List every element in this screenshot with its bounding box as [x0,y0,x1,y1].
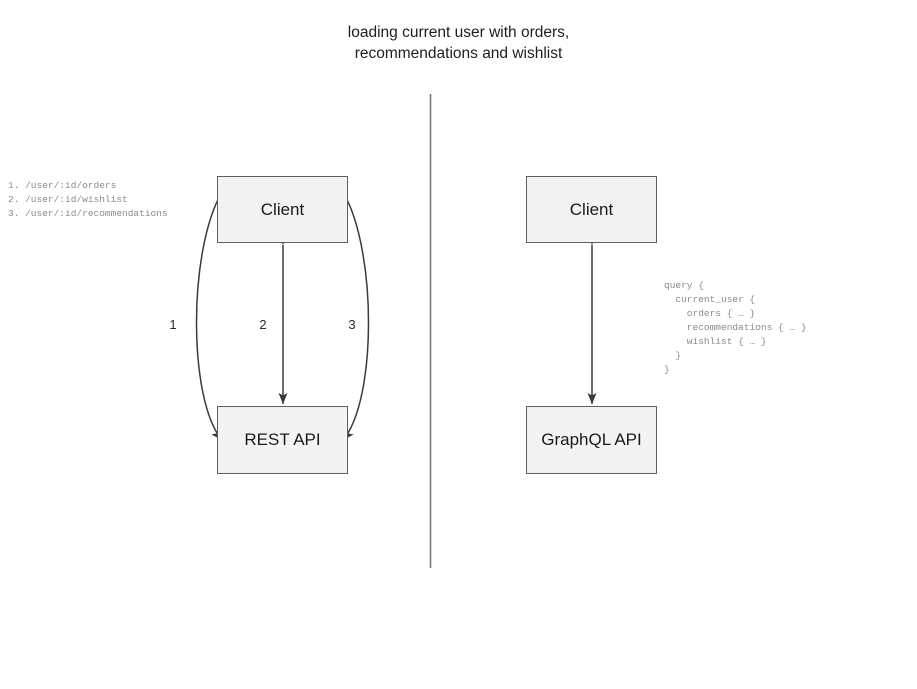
page-title: loading current user with orders, recomm… [347,24,570,62]
node-rest-api[interactable]: REST API [217,406,348,474]
rest-edge-label-3: 3 [348,317,356,332]
node-graphql-api-label: GraphQL API [541,430,642,449]
node-rest-client-label: Client [260,199,305,219]
graphql-query-snippet: query { current_user { orders { … } reco… [664,280,807,375]
rest-endpoint-list: 1. /user/:id/orders 2. /user/:id/wishlis… [8,180,168,219]
node-rest-api-label: REST API [244,430,321,449]
node-graphql-api[interactable]: GraphQL API [526,406,657,474]
node-graphql-client[interactable]: Client [526,176,657,243]
rest-edge-label-2: 2 [259,317,267,332]
rest-edge-label-1: 1 [169,317,177,332]
node-rest-client[interactable]: Client [217,176,348,243]
node-graphql-client-label: Client [569,199,614,219]
